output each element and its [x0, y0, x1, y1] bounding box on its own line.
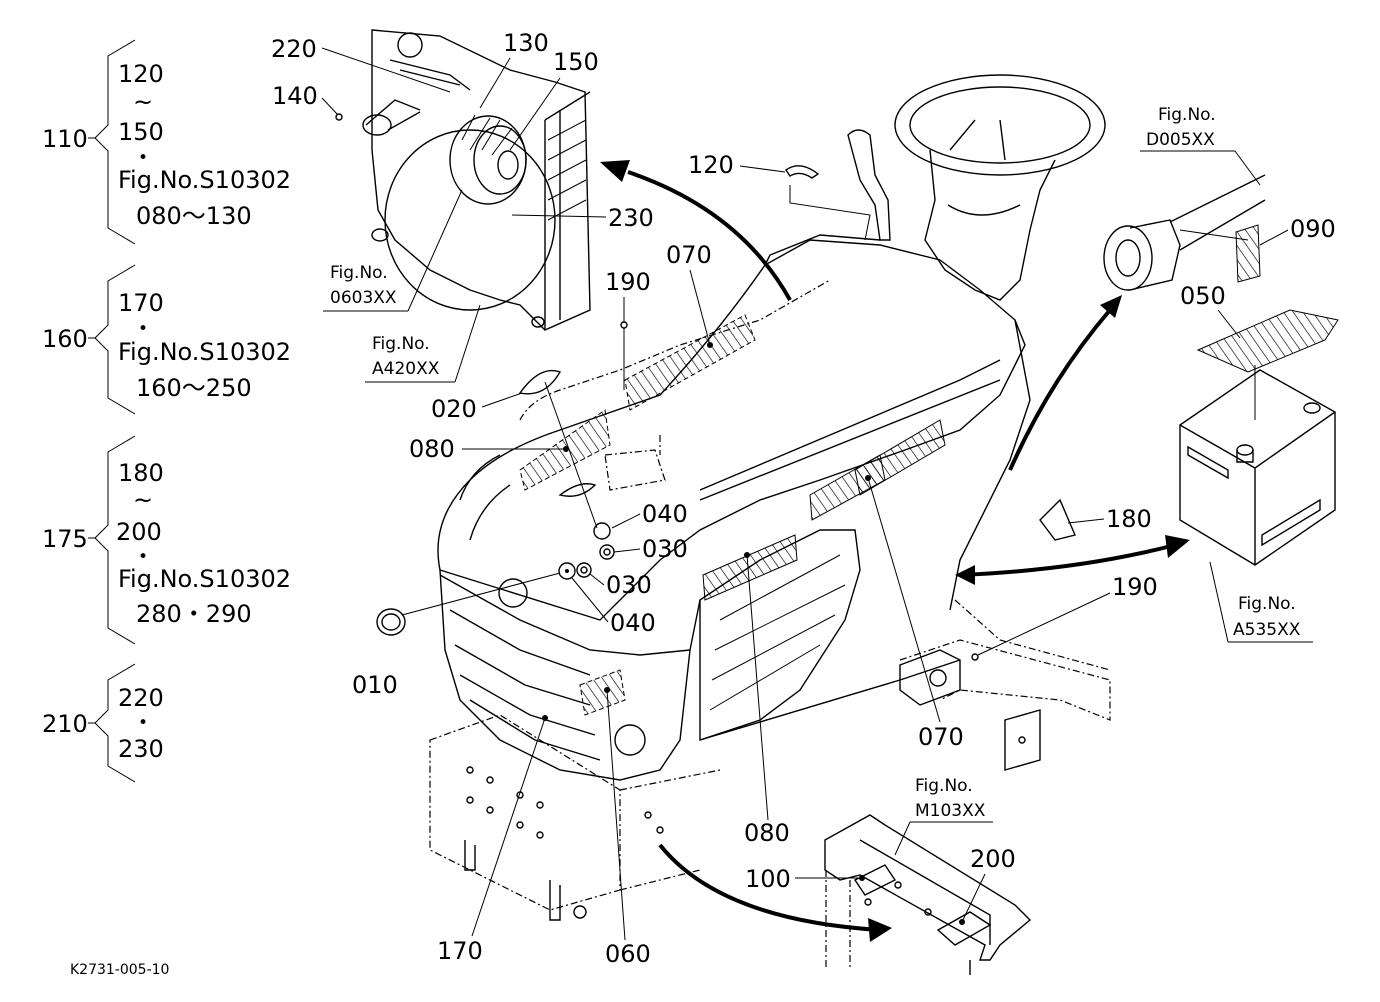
part-number-label: 080	[409, 435, 455, 463]
drawing-id: K2731-005-10	[70, 962, 169, 978]
fig-ref-line: Fig.No.	[1238, 594, 1296, 614]
group-line: 120	[118, 60, 164, 88]
part-number-label: 030	[606, 571, 652, 599]
battery	[1179, 369, 1336, 566]
part-number-label: 030	[642, 535, 688, 563]
part-number-label: 060	[605, 940, 651, 968]
fig-ref-line: D005XX	[1146, 130, 1215, 150]
group-line: ~	[133, 486, 153, 514]
part-number-label: 090	[1290, 215, 1336, 243]
group-line: Fig.No.S10302	[118, 166, 291, 194]
part-number-label: 040	[642, 500, 688, 528]
badge-020	[518, 369, 562, 395]
group-line: 230	[118, 735, 164, 763]
group-line: •	[138, 319, 148, 339]
fig-ref-line: Fig.No.	[1158, 105, 1216, 125]
group-line: Fig.No.S10302	[118, 338, 291, 366]
part-number-label: 190	[605, 268, 651, 296]
shift-lever	[847, 129, 891, 241]
badge-010	[376, 608, 406, 636]
part-number-label: 230	[608, 204, 654, 232]
part-number-label: 180	[1106, 505, 1152, 533]
group-line: ~	[133, 88, 153, 116]
fig-ref-line: 0603XX	[330, 288, 397, 308]
group-line: Fig.No.S10302	[118, 565, 291, 593]
fig-ref-line: Fig.No.	[915, 776, 973, 796]
fig-ref-line: Fig.No.	[372, 334, 430, 354]
group-line: •	[138, 713, 148, 733]
group-line: 220	[118, 684, 164, 712]
group-line: 200	[116, 518, 162, 546]
group-bracket-175: 175 180 ~ 200 • Fig.No.S10302 280・290	[42, 435, 291, 645]
group-line: 170	[118, 289, 164, 317]
fig-ref-line: A535XX	[1233, 620, 1301, 640]
group-line: 180	[118, 459, 164, 487]
part-number-label: 130	[503, 29, 549, 57]
group-line: 280・290	[136, 600, 252, 628]
group-bracket-110: 110 120 ~ 150 • Fig.No.S10302 080～130	[42, 39, 291, 245]
part-number-label: 020	[431, 395, 477, 423]
steering-wheel	[894, 74, 1106, 301]
group-id: 110	[42, 125, 88, 153]
sub-frame-inset	[824, 814, 1032, 975]
group-line: •	[138, 148, 148, 168]
part-number-label: 190	[1112, 573, 1158, 601]
group-line: 150	[118, 118, 164, 146]
part-number-label: 100	[745, 865, 791, 893]
group-bracket-160: 160 170 • Fig.No.S10302 160～250	[42, 264, 291, 415]
part-number-label: 200	[970, 845, 1016, 873]
part-number-label: 050	[1180, 282, 1226, 310]
part-number-label: 140	[272, 82, 318, 110]
part-number-label: 040	[610, 609, 656, 637]
part-number-label: 070	[666, 241, 712, 269]
fan-shroud-assembly	[362, 29, 591, 331]
hood-body	[437, 234, 1031, 781]
fig-ref-line: M103XX	[915, 801, 986, 821]
front-frame	[429, 599, 1111, 921]
group-id: 175	[42, 525, 88, 553]
group-id: 160	[42, 325, 88, 353]
part-number-label: 220	[271, 35, 317, 63]
group-line: •	[138, 547, 148, 567]
part-number-label: 170	[437, 937, 483, 965]
part-number-label: 070	[918, 723, 964, 751]
group-id: 210	[42, 710, 88, 738]
part-number-label: 120	[688, 151, 734, 179]
group-line: 080～130	[136, 202, 252, 230]
part-number-label: 150	[553, 48, 599, 76]
group-line: 160～250	[136, 374, 252, 402]
part-number-label: 080	[744, 819, 790, 847]
fig-ref-line: A420XX	[372, 359, 440, 379]
pto-cap	[1103, 174, 1266, 291]
part-number-label: 010	[352, 671, 398, 699]
group-bracket-210: 210 220 • 230	[42, 663, 164, 783]
fig-ref-line: Fig.No.	[330, 263, 388, 283]
